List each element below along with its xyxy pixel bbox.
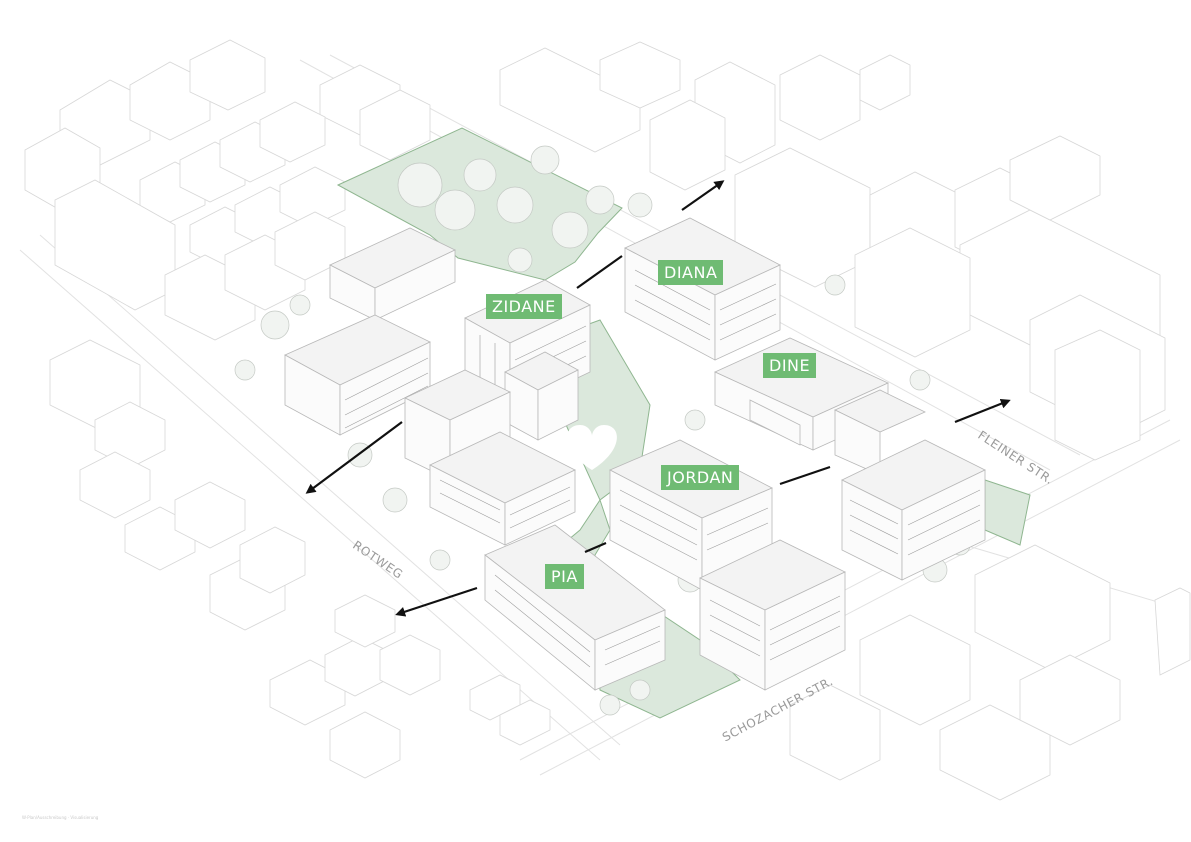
block-east [834,389,986,581]
trees [234,145,971,716]
label-diana: DIANA [658,260,724,285]
heart-icon [567,425,617,470]
label-pia: PIA [545,564,584,589]
image-credit: W·Plan/Ausschreibung · Visualisierung [22,815,99,820]
arrow-icon [305,421,403,494]
context-buildings-south [49,339,1191,801]
label-zidane: ZIDANE [486,294,562,319]
block-center-west [404,369,576,546]
block-north-west [284,227,456,436]
block-south-center [699,539,846,691]
context-buildings-north-east [499,41,1166,461]
label-dine: DINE [763,353,817,378]
direction-arrows [305,180,1011,617]
arrow-icon [681,180,725,211]
arrow-icon [954,398,1011,424]
label-jordan: JORDAN [661,465,740,490]
label-connectors [576,255,831,554]
arrow-icon [395,586,478,617]
context-buildings-north-west [24,39,431,341]
building-diana [624,217,781,361]
